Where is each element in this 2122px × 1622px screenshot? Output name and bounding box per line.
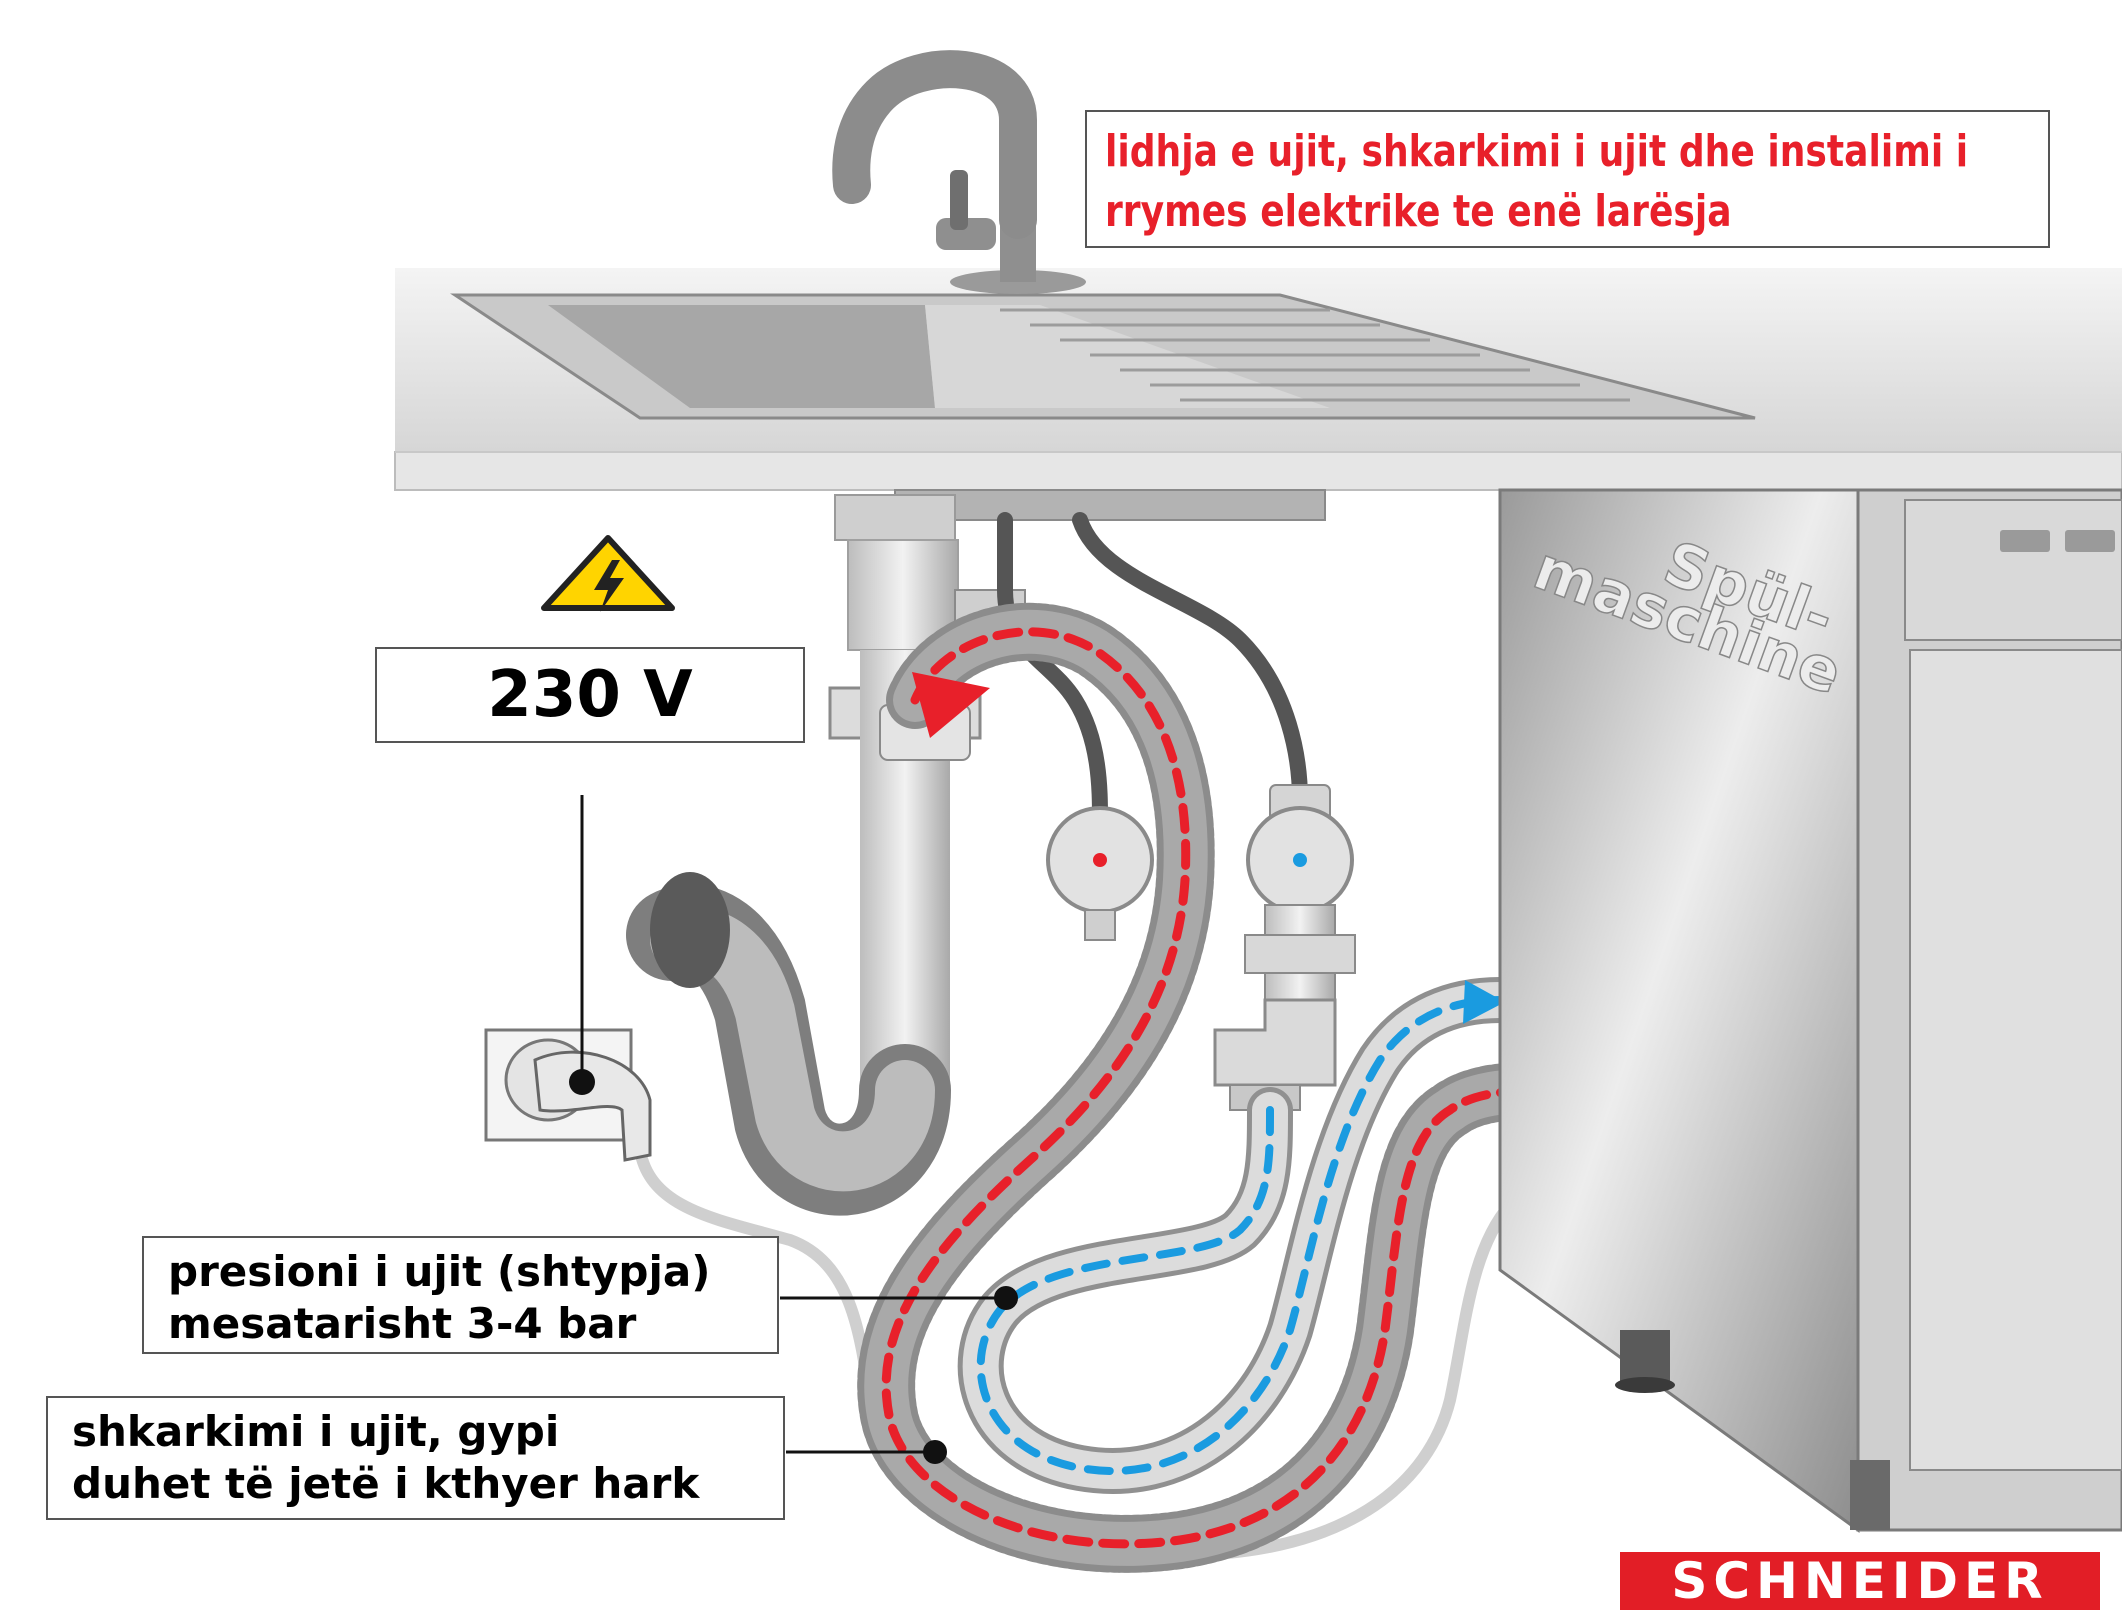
cold-water-valve-icon (1213, 784, 1356, 1111)
inlet-arrow-icon (1463, 980, 1505, 1024)
drain-label-box: shkarkimi i ujit, gypi duhet të jetë i k… (46, 1396, 785, 1520)
drain-hose (857, 602, 1539, 1573)
sink-siphon (626, 489, 1326, 1216)
drain-label-line2: duhet të jetë i kthyer hark (72, 1459, 700, 1508)
sink-basin (450, 293, 1756, 420)
drain-arrow-icon (912, 672, 990, 738)
title-line1: lidhja e ujit, shkarkimi i ujit dhe inst… (1105, 126, 1969, 177)
plug-icon (533, 1050, 652, 1162)
title-line2: rrymes elektrike te enë larësja (1105, 186, 1732, 237)
brand-name: SCHNEIDER (1671, 1552, 2049, 1610)
leader-lines (580, 795, 1018, 1464)
pressure-label-box: presioni i ujit (shtypja) mesatarisht 3-… (142, 1236, 779, 1354)
hot-water-valve-icon (1046, 806, 1154, 941)
brand-badge (1620, 1552, 2100, 1610)
dishwasher: Spül- maschine (1498, 488, 2122, 1533)
drain-label-line1: shkarkimi i ujit, gypi (72, 1407, 560, 1456)
voltage-label-box: 230 V (375, 647, 805, 743)
high-voltage-warning-icon (541, 535, 675, 612)
faucet (832, 50, 1086, 294)
pressure-label-line2: mesatarisht 3-4 bar (168, 1299, 637, 1348)
pressure-label-line1: presioni i ujit (shtypja) (168, 1247, 711, 1296)
title-box: lidhja e ujit, shkarkimi i ujit dhe inst… (1085, 110, 2050, 248)
voltage-label: 230 V (487, 658, 693, 732)
inlet-hose (957, 977, 1523, 1494)
brand-logo: SCHNEIDER (1620, 1552, 2100, 1610)
